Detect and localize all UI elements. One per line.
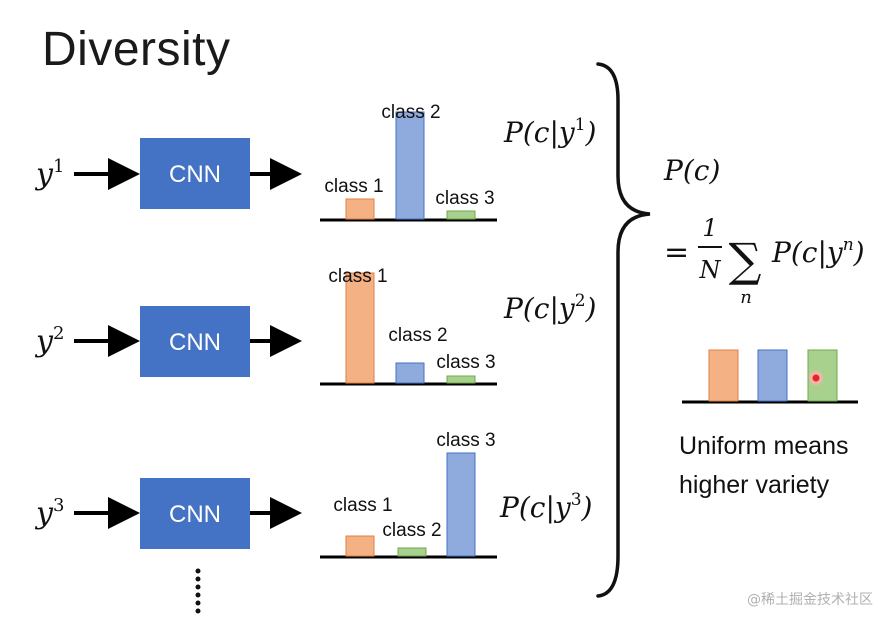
row-1: y1 CNN class 1 class 2 class 3 P(c|y1) (34, 102, 596, 222)
formula-equals: = (664, 235, 689, 270)
continuation-dot (195, 592, 201, 598)
grouping-brace (596, 62, 651, 598)
slide-title: Diversity (42, 23, 231, 76)
row-2-bar-3-label: class 3 (436, 352, 495, 373)
row-2-input-label: y2 (34, 323, 64, 359)
row-3-prob-label: P(c|y3) (499, 490, 592, 524)
continuation-dot (195, 600, 201, 606)
row-1-prob-label: P(c|y1) (503, 115, 596, 149)
continuation-dot (195, 576, 201, 582)
row-3-cnn-label: CNN (169, 501, 221, 528)
marginal-formula: P(c) = 1 N ∑ n P(c|yn) (663, 154, 865, 308)
uniform-bar-2 (757, 349, 788, 402)
row-1-bar-3-label: class 3 (435, 188, 494, 209)
caption-line-1: Uniform means (679, 432, 849, 460)
row-2-bar-2-label: class 2 (388, 325, 447, 346)
row-1-bar-3 (446, 210, 476, 220)
formula-denominator: N (699, 256, 722, 284)
row-3-bar-2 (397, 547, 427, 557)
formula-pc: P(c) (663, 154, 720, 187)
row-1-bar-1-label: class 1 (324, 176, 383, 197)
row-2-bar-1 (345, 272, 375, 384)
uniform-bar-1 (708, 349, 739, 402)
continuation-dot (195, 608, 201, 614)
row-3-cnn-block (140, 478, 250, 549)
continuation-dots (195, 568, 201, 614)
row-1-input-label: y1 (34, 156, 64, 192)
row-1-bar-1 (345, 198, 375, 220)
row-2-bar-2 (395, 362, 425, 384)
row-2-bar-3 (446, 375, 476, 384)
row-2-cnn-label: CNN (169, 329, 221, 356)
row-2-prob-label: P(c|y2) (503, 291, 596, 325)
continuation-dot (195, 568, 201, 574)
row-3-bar-3 (446, 452, 476, 557)
continuation-dot (195, 584, 201, 590)
row-3-bar-2-label: class 2 (382, 520, 441, 541)
formula-term: P(c|yn) (771, 235, 865, 269)
row-3-bar-3-label: class 3 (436, 430, 495, 451)
row-1-cnn-block (140, 138, 250, 209)
row-2-bar-1-label: class 1 (328, 266, 387, 287)
row-3: y3 CNN class 1 class 2 class 3 P(c|y3) (34, 430, 592, 559)
row-1-cnn-label: CNN (169, 161, 221, 188)
row-3-bar-1 (345, 535, 375, 557)
caption-line-2: higher variety (679, 471, 830, 499)
row-2: y2 CNN class 1 class 2 class 3 P(c|y2) (34, 266, 596, 386)
formula-sum-symbol: ∑ (729, 233, 762, 287)
formula-sum-index: n (740, 287, 752, 308)
watermark: @稀土掘金技术社区 (747, 592, 873, 608)
formula-numerator: 1 (702, 214, 717, 242)
uniform-chart (682, 349, 858, 404)
row-1-bar-2-label: class 2 (381, 102, 440, 123)
row-1-bar-2 (395, 111, 425, 220)
row-3-input-label: y3 (34, 495, 64, 531)
row-2-cnn-block (140, 306, 250, 377)
row-3-bar-1-label: class 1 (333, 495, 392, 516)
cursor-indicator-core (812, 374, 820, 382)
